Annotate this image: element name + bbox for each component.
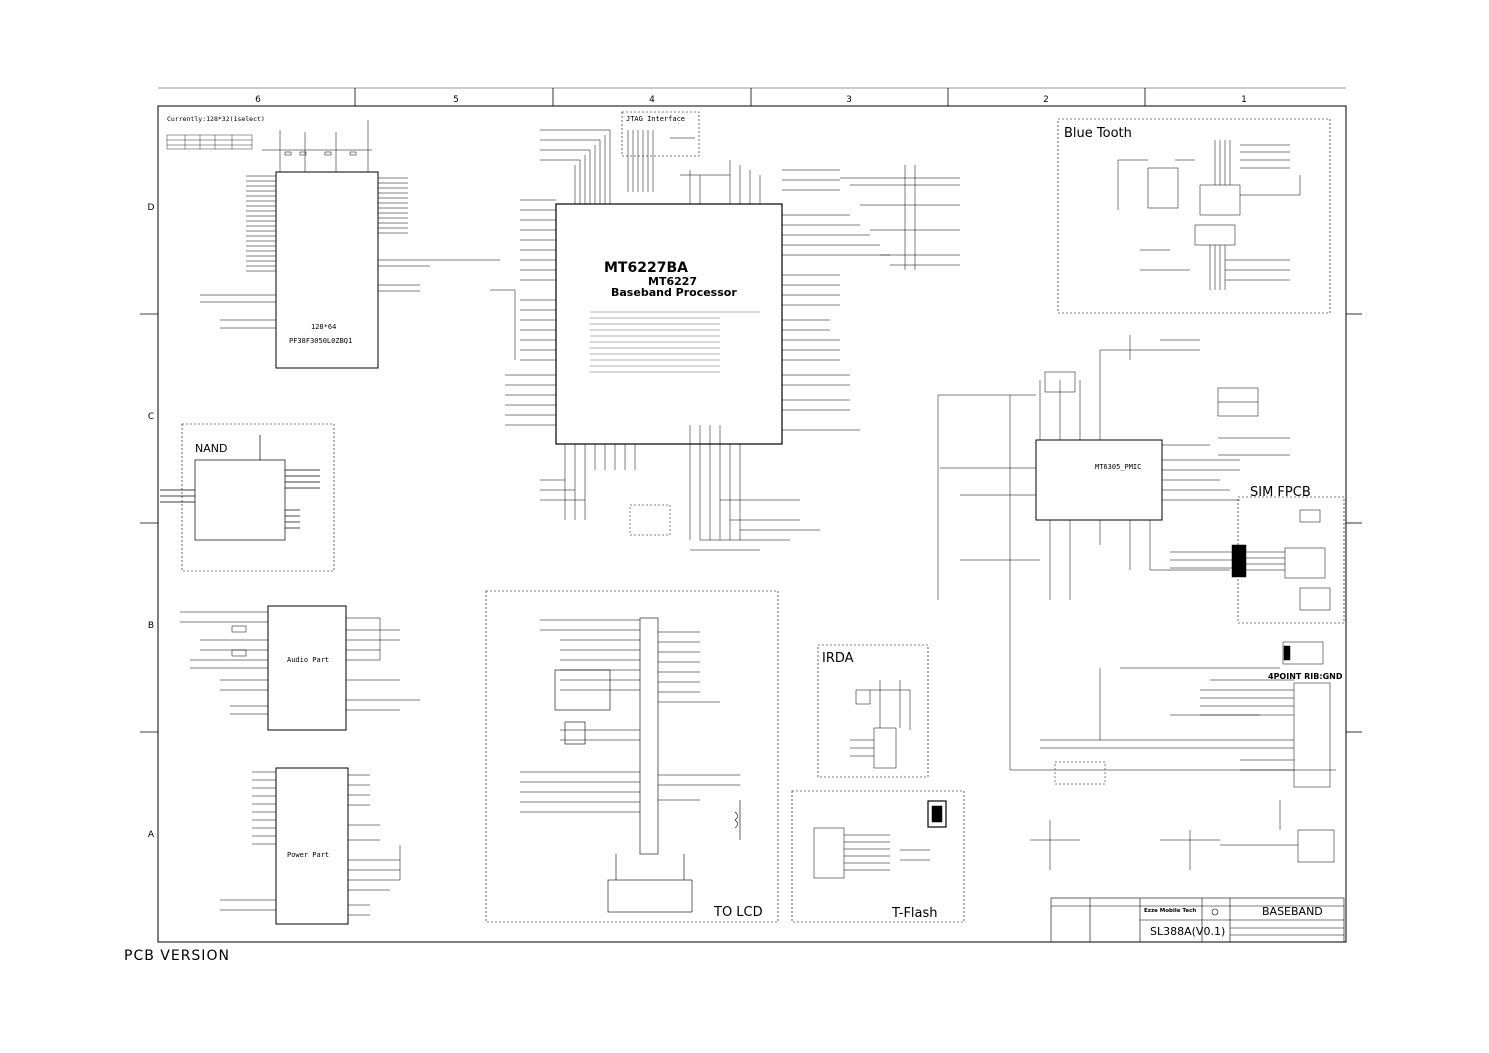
title-baseband: BASEBAND [1262,905,1323,918]
bluetooth-circuit [1117,140,1301,290]
baseband-bottom-bus [540,425,820,551]
row-label: B [148,621,154,631]
lcd-label: TO LCD [713,905,763,920]
baseband-title: Baseband Processor [611,286,737,299]
jtag-label: JTAG Interface [626,115,685,123]
column-labels: 6 5 4 3 2 1 [255,95,1247,105]
tflash-label: T-Flash [891,906,938,921]
sim-circuit [1170,509,1331,611]
connector-circuit [1030,641,1335,870]
sim-box [1237,496,1345,624]
memory-note: Currently:128*32(1select) [167,115,265,123]
baseband-top-bus [540,129,761,204]
power-label: Power Part [287,851,329,859]
col-label: 4 [649,95,655,105]
audio-chip: Audio Part [267,605,347,731]
nand-label: NAND [195,442,227,455]
row-labels: D C B A [148,203,155,840]
bluetooth-label: Blue Tooth [1064,126,1132,141]
title-block [1050,897,1345,943]
baseband-left-bus [490,199,556,426]
pmic-label: MT6305_PMIC [1095,463,1141,471]
col-label: 1 [1241,95,1247,105]
memory-size-label: 128*64 [311,323,336,331]
pmic-circuit [937,335,1336,771]
memory-left-pins [200,175,276,329]
row-label: C [148,412,154,422]
memory-right-pins [378,177,500,292]
col-label: 2 [1043,95,1049,105]
title-model: SL388A(V0.1) [1150,925,1225,938]
nand-box [181,423,335,572]
audio-circuit [180,611,420,715]
pcb-version-label: PCB VERSION [124,948,230,964]
col-label: 3 [846,95,852,105]
jtag-pins [627,130,695,192]
audio-label: Audio Part [287,656,329,664]
connector-label: 4POINT RIB:GND [1268,672,1343,681]
memory-part-label: PF38F3050L0ZBQ1 [289,337,352,345]
row-label: D [148,203,155,213]
irda-circuit [850,680,911,769]
irda-box [817,644,929,778]
memory-chip: 128*64 PF38F3050L0ZBQ1 [275,171,379,369]
nand-chip [160,435,320,541]
power-circuit [220,771,401,916]
lcd-box [485,590,779,923]
irda-label: IRDA [822,651,854,666]
column-ruler [158,87,1346,106]
tflash-circuit [813,800,947,879]
memory-power-rails [262,120,372,172]
power-chip: Power Part [275,767,349,925]
bluetooth-box [1057,118,1331,314]
baseband-right-bus [782,165,960,431]
baseband-subpart: MT6227 [648,275,697,288]
sim-label: SIM FPCB [1250,485,1311,500]
jtag-box [621,111,700,157]
baseband-chip: MT6227BA MT6227 Baseband Processor [555,203,783,445]
row-label: A [148,830,155,840]
baseband-part: MT6227BA [604,260,688,276]
col-label: 5 [453,95,459,105]
title-company: Ezze Mobile Tech [1144,908,1196,914]
tflash-box [791,790,965,923]
pmic-chip: MT6305_PMIC [1035,439,1163,521]
lcd-connector [520,617,741,913]
baseband-memory-map [590,311,760,373]
col-label: 6 [255,95,261,105]
outer-border [157,105,1347,943]
title-logo-icon [1211,908,1219,916]
memory-config-table [166,134,253,150]
row-ruler [140,313,1362,733]
